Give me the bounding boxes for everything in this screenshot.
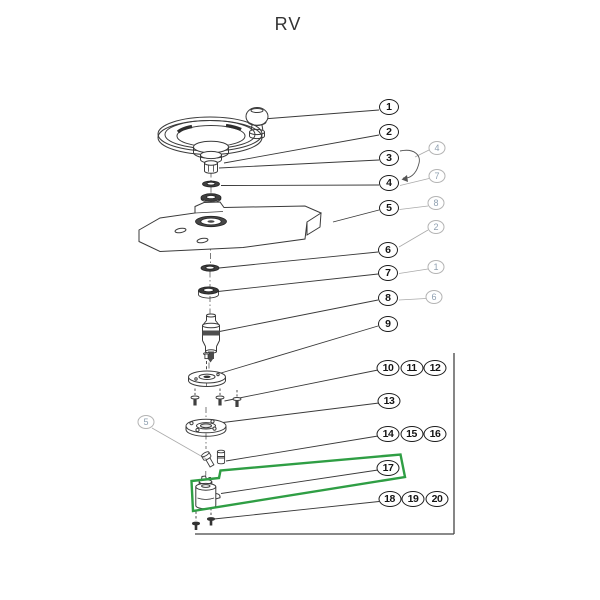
balloon-6[interactable]: 6 <box>378 242 398 258</box>
washer-6 <box>200 264 220 272</box>
ref-balloon-2: 2 <box>427 220 445 234</box>
balloon-9[interactable]: 9 <box>378 316 398 332</box>
balloon-14[interactable]: 14 <box>376 426 400 442</box>
ref-balloon-7: 7 <box>428 169 446 183</box>
washer-large <box>200 193 222 203</box>
balloon-5[interactable]: 5 <box>379 200 399 216</box>
ref-balloon-8: 8 <box>427 196 445 210</box>
balloon-18[interactable]: 18 <box>378 491 401 507</box>
ref-balloon-1: 1 <box>427 260 445 274</box>
balloon-12[interactable]: 12 <box>423 360 447 376</box>
screws-10-12 <box>190 388 242 407</box>
ref-balloon-4: 4 <box>428 141 446 155</box>
highlight-box-item-17 <box>190 453 407 513</box>
balloon-11[interactable]: 11 <box>400 360 423 376</box>
balloon-20[interactable]: 20 <box>425 491 449 507</box>
balloon-19[interactable]: 19 <box>401 491 425 507</box>
balloon-1[interactable]: 1 <box>379 99 399 115</box>
nut <box>204 160 218 174</box>
hub-disc <box>188 370 226 387</box>
balloon-15[interactable]: 15 <box>400 426 423 442</box>
bearing <box>198 286 219 299</box>
section-border <box>195 353 455 535</box>
balloon-13[interactable]: 13 <box>377 393 401 409</box>
balloon-3[interactable]: 3 <box>379 150 399 166</box>
page-title: RV <box>274 14 302 34</box>
handwheel <box>157 116 263 164</box>
balloon-2[interactable]: 2 <box>379 124 399 140</box>
screw-and-pin <box>201 449 226 468</box>
bottom-screws <box>191 508 216 530</box>
balloon-8[interactable]: 8 <box>378 290 398 306</box>
balloon-10[interactable]: 10 <box>376 360 400 376</box>
ref-balloon-6: 6 <box>425 290 443 304</box>
balloon-7[interactable]: 7 <box>378 265 398 281</box>
ref-leader-lines <box>151 149 430 461</box>
handle-knob <box>245 107 269 140</box>
bracket-plate <box>138 201 323 253</box>
balloon-16[interactable]: 16 <box>423 426 447 442</box>
balloon-4[interactable]: 4 <box>379 175 399 191</box>
ref-balloon-5: 5 <box>137 415 155 429</box>
spindle <box>202 313 220 363</box>
balloon-17[interactable]: 17 <box>376 460 400 476</box>
washer-small <box>202 180 220 188</box>
flange-plate <box>185 418 227 437</box>
rotation-arrow <box>399 149 420 182</box>
set-screw <box>203 352 210 371</box>
leader-lines <box>213 109 380 520</box>
